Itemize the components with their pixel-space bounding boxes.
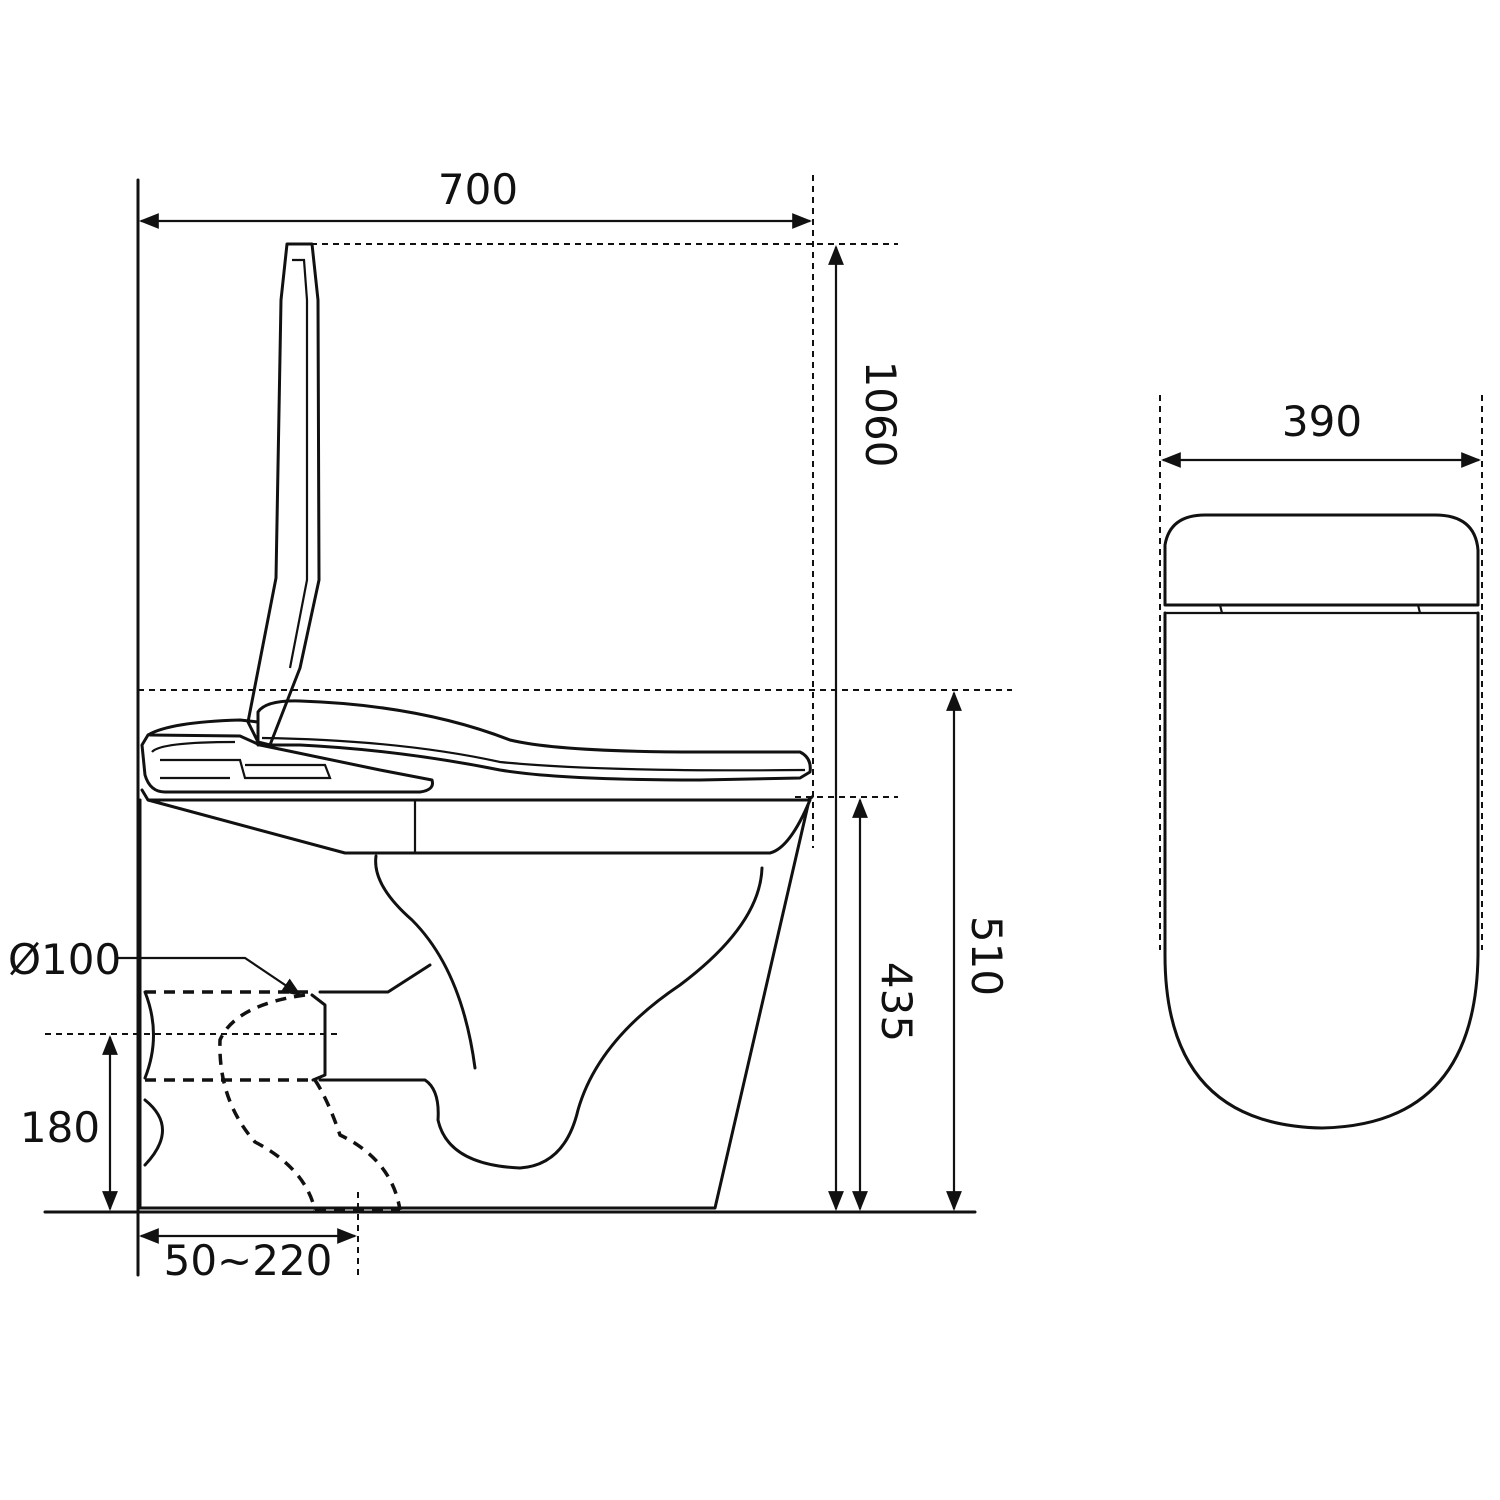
washlet-unit	[140, 718, 434, 794]
label-180: 180	[20, 1103, 100, 1152]
bowl-inner-curve	[374, 854, 477, 1070]
label-390: 390	[1282, 397, 1362, 446]
toilet-side-view	[138, 242, 814, 1212]
hinge-right	[1416, 604, 1422, 614]
toilet-top-view	[1159, 395, 1483, 1130]
trapway-contour	[318, 866, 764, 1170]
rear-arc-upper	[143, 990, 155, 1080]
hinge-left	[1218, 604, 1224, 614]
lid-inner-edge	[288, 258, 309, 669]
top-bowl	[1163, 611, 1480, 1130]
bowl-body	[138, 798, 810, 1210]
seat	[256, 699, 812, 782]
label-50-220: 50~220	[164, 1236, 333, 1285]
outlet-top-edge	[318, 963, 432, 994]
raised-lid	[246, 242, 321, 747]
dimension-labels: 700 1060 435 510 Ø100 180 50~220 390	[8, 165, 1362, 1285]
rim-front	[146, 798, 812, 855]
outlet-flange	[310, 993, 327, 1082]
label-435: 435	[872, 962, 921, 1042]
label-1060: 1060	[856, 361, 905, 468]
pipe-leader-line	[118, 956, 302, 997]
label-pipe-diameter: Ø100	[8, 935, 121, 984]
top-tank	[1163, 513, 1480, 607]
rear-arc-lower	[143, 1098, 164, 1167]
dimension-lines	[102, 213, 962, 1244]
reference-lines	[43, 175, 1012, 1277]
label-510: 510	[962, 916, 1011, 996]
washlet-detail	[151, 740, 332, 780]
seat-lower-edge	[261, 736, 806, 772]
hidden-trap-inner	[313, 1079, 402, 1211]
hidden-trap-outer	[218, 993, 317, 1211]
label-700: 700	[438, 165, 518, 214]
